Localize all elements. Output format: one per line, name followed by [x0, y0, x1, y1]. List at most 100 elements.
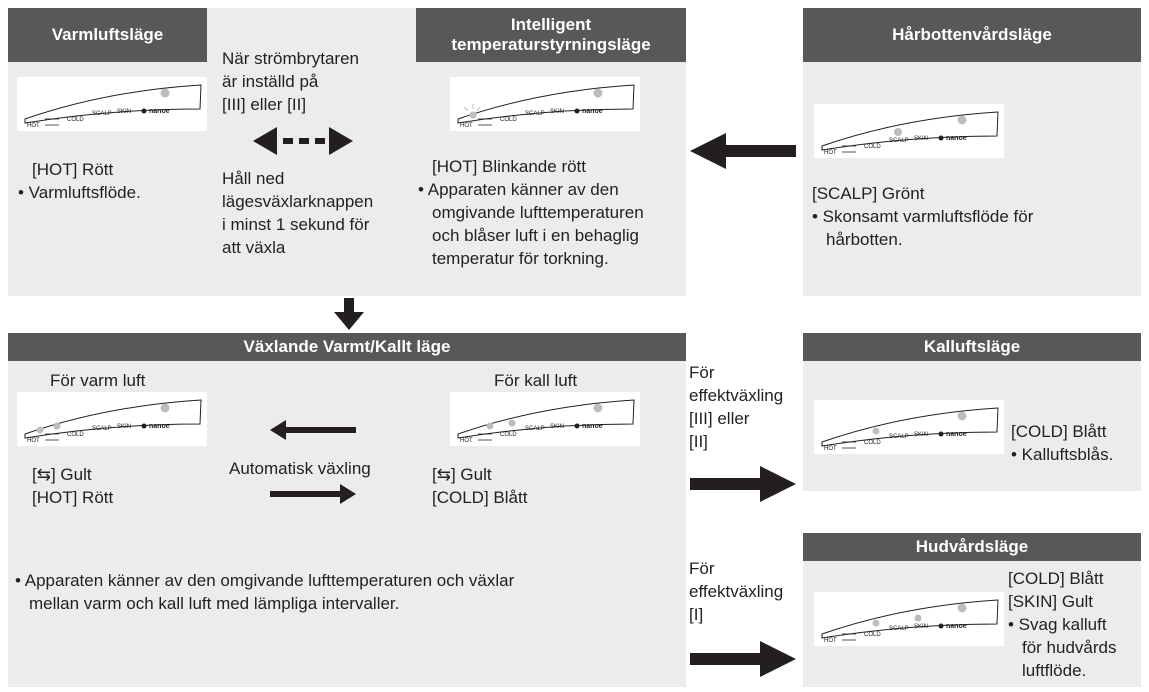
cold-air-label: För kall luft — [494, 371, 578, 390]
ps1-line-1: För — [689, 363, 715, 382]
warm-mode-title: Varmluftsläge — [8, 8, 207, 62]
cold-mode-title: Kalluftsläge — [803, 333, 1141, 361]
alternating-description: • Apparaten känner av den omgivande luft… — [15, 569, 514, 615]
warm-air-label: För varm luft — [50, 371, 146, 390]
nanoe-label: nanoe — [946, 623, 967, 630]
scalp-label: SCALP — [525, 426, 545, 432]
hold-note: Håll ned lägesväxlarknappen i minst 1 se… — [222, 167, 373, 259]
scalp-mode-description: [SCALP] Grönt • Skonsamt varmluftsflöde … — [812, 182, 1033, 251]
alternating-cold-lines: [⇆] Gult [COLD] Blått — [432, 463, 527, 509]
intelligent-title-line-1: Intelligent — [510, 15, 592, 34]
nanoe-label: nanoe — [582, 423, 603, 430]
alt-desc-line-1: • Apparaten känner av den omgivande luft… — [15, 571, 515, 590]
down-arrow-icon — [334, 298, 364, 330]
intelligent-line-2: • Apparaten känner av den — [418, 180, 619, 199]
nanoe-label: nanoe — [946, 431, 967, 438]
scalp-line-2: • Skonsamt varmluftsflöde för — [812, 207, 1034, 226]
hot-label: HOT — [27, 438, 40, 444]
hot-label: HOT — [460, 123, 473, 129]
hot-label: HOT — [824, 446, 837, 452]
skin-line-4: för hudvårds — [1022, 638, 1117, 657]
skin-label: SKIN — [117, 424, 131, 430]
cold-label: COLD — [864, 144, 881, 150]
ps2-line-2: effektväxling — [689, 582, 784, 601]
skin-line-2: [SKIN] Gult — [1008, 592, 1094, 611]
auto-switch-label: Automatisk växling — [229, 459, 371, 478]
cold-label: COLD — [864, 632, 881, 638]
alt-desc-line-2: mellan varm och kall luft med lämpliga i… — [29, 594, 400, 613]
skin-mode-title: Hudvårdsläge — [803, 533, 1141, 561]
auto-right-arrow-icon — [270, 484, 356, 504]
skin-label: SKIN — [117, 109, 131, 115]
intelligent-line-4: och blåser luft i en behaglig — [432, 226, 639, 245]
skin-line-1: [COLD] Blått — [1008, 569, 1104, 588]
nanoe-label: nanoe — [582, 108, 603, 115]
scalp-label: SCALP — [889, 138, 909, 144]
cold-label: COLD — [67, 432, 84, 438]
power-switch-note-2: För effektväxling [I] — [689, 557, 783, 626]
hot-label: HOT — [824, 638, 837, 644]
left-arrow-icon — [690, 133, 796, 169]
hold-line-3: i minst 1 sekund för — [222, 215, 370, 234]
alt-warm-line-2: [HOT] Rött — [32, 488, 114, 507]
hot-label: HOT — [460, 438, 473, 444]
cold-label: COLD — [864, 440, 881, 446]
hot-label: HOT — [824, 150, 837, 156]
skin-line-3: • Svag kalluft — [1008, 615, 1107, 634]
cold-line-2: • Kalluftsblås. — [1011, 445, 1114, 464]
intelligent-title-line-2: temperaturstyrningsläge — [451, 35, 651, 54]
nanoe-label: nanoe — [149, 423, 170, 430]
hot-label: HOT — [27, 123, 40, 129]
hold-line-1: Håll ned — [222, 169, 285, 188]
indicator-intelligent: HOT COLD SCALP SKIN nanoe — [450, 77, 640, 131]
switch-line-1: När strömbrytaren — [222, 49, 359, 68]
skin-label: SKIN — [914, 432, 928, 438]
intelligent-line-1: [HOT] Blinkande rött — [432, 157, 587, 176]
intelligent-line-5: temperatur för torkning. — [432, 249, 609, 268]
alt-cold-line-1: [⇆] Gult — [432, 465, 492, 484]
indicator-cold: HOT COLD SCALP SKIN nanoe — [814, 400, 1004, 454]
skin-label: SKIN — [914, 624, 928, 630]
cold-label: COLD — [67, 117, 84, 123]
hold-line-2: lägesväxlarknappen — [222, 192, 374, 211]
nanoe-label: nanoe — [149, 108, 170, 115]
scalp-label: SCALP — [889, 626, 909, 632]
ps2-line-1: För — [689, 559, 715, 578]
scalp-label: SCALP — [92, 111, 112, 117]
alternating-mode-title: Växlande Varmt/Kallt läge — [8, 333, 686, 361]
cold-mode-description: [COLD] Blått • Kalluftsblås. — [1011, 420, 1113, 466]
intelligent-line-3: omgivande lufttemperaturen — [432, 203, 644, 222]
ps1-line-2: effektväxling — [689, 386, 784, 405]
scalp-label: SCALP — [889, 434, 909, 440]
hold-line-4: att växla — [222, 238, 286, 257]
skin-label: SKIN — [550, 109, 564, 115]
indicator-alternating-cold: HOT COLD SCALP SKIN nanoe — [450, 392, 640, 446]
alternating-warm-lines: [⇆] Gult [HOT] Rött — [32, 463, 113, 509]
switch-line-2: är inställd på — [222, 72, 319, 91]
warm-line-1: [HOT] Rött — [32, 160, 114, 179]
cold-label: COLD — [500, 117, 517, 123]
skin-label: SKIN — [914, 136, 928, 142]
scalp-label: SCALP — [92, 426, 112, 432]
right-arrow-cold-icon — [690, 466, 796, 502]
skin-label: SKIN — [550, 424, 564, 430]
double-dashed-arrow-icon — [253, 127, 353, 155]
power-switch-note-1: För effektväxling [III] eller [II] — [689, 361, 783, 453]
ps1-line-3: [III] eller — [689, 409, 750, 428]
alt-cold-line-2: [COLD] Blått — [432, 488, 528, 507]
switch-note: När strömbrytaren är inställd på [III] e… — [222, 47, 359, 116]
indicator-alternating-warm: HOT COLD SCALP SKIN nanoe — [17, 392, 207, 446]
skin-mode-description: [COLD] Blått [SKIN] Gult • Svag kalluft … — [1008, 567, 1117, 682]
alt-warm-line-1: [⇆] Gult — [32, 465, 92, 484]
scalp-mode-title: Hårbottenvårdsläge — [803, 8, 1141, 62]
switch-line-3: [III] eller [II] — [222, 95, 307, 114]
warm-mode-description: [HOT] Rött • Varmluftsflöde. — [18, 158, 141, 204]
skin-line-5: luftflöde. — [1022, 661, 1087, 680]
scalp-label: SCALP — [525, 111, 545, 117]
intelligent-mode-title: Intelligent temperaturstyrningsläge — [416, 8, 686, 62]
cold-line-1: [COLD] Blått — [1011, 422, 1107, 441]
right-arrow-skin-icon — [690, 641, 796, 677]
ps1-line-4: [II] — [689, 432, 708, 451]
scalp-line-3: hårbotten. — [826, 230, 903, 249]
scalp-line-1: [SCALP] Grönt — [812, 184, 925, 203]
